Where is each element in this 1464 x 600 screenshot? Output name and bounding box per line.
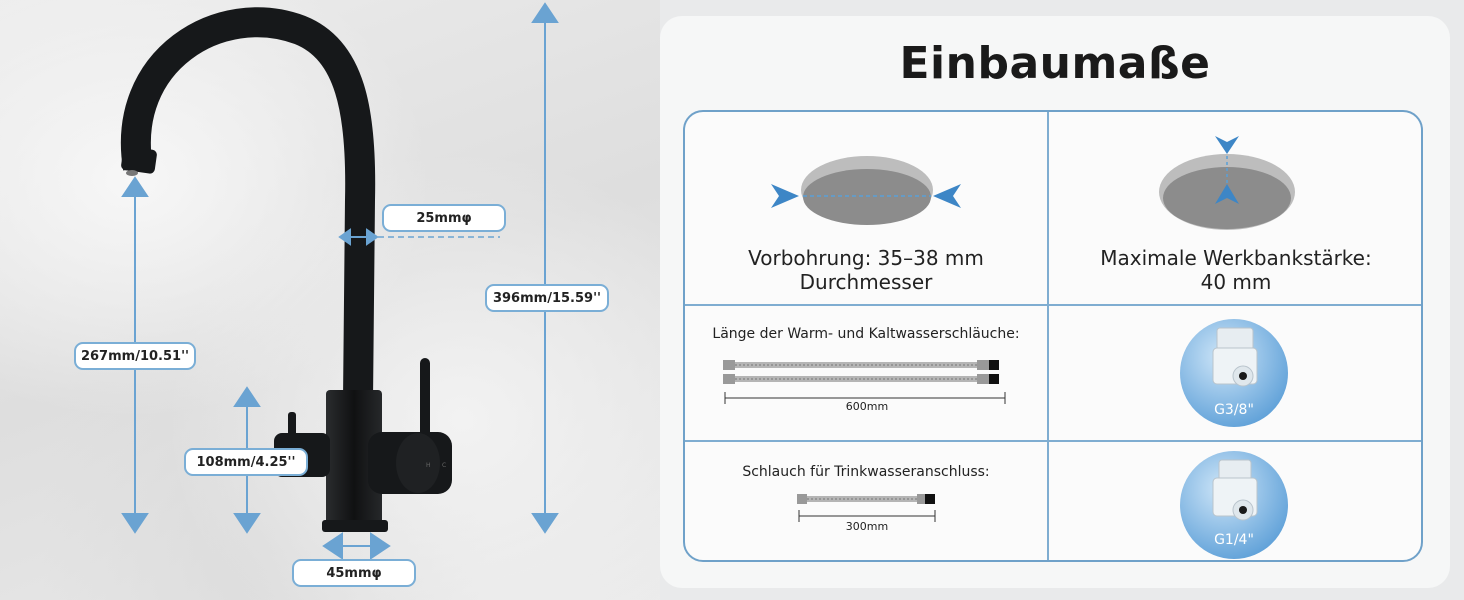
pipe-diameter-label: 25mmφ xyxy=(382,204,506,232)
hole-diameter-icon xyxy=(771,156,961,225)
body-height-label: 108mm/4.25'' xyxy=(184,448,308,476)
hoses-label: Länge der Warm- und Kaltwasserschläuche: xyxy=(712,326,1020,342)
base-diameter-label: 45mmφ xyxy=(292,559,416,587)
thickness-line1: Maximale Werkbankstärke: xyxy=(1100,246,1372,270)
drinking-hose-length: 300mm xyxy=(845,520,889,533)
total-height-label: 396mm/15.59'' xyxy=(485,284,609,312)
connector-g14-label: G1/4" xyxy=(1214,532,1254,548)
thickness-icon xyxy=(1159,136,1295,230)
svg-text:C: C xyxy=(442,462,446,469)
hose-icon xyxy=(723,360,1006,404)
hoses-length: 600mm xyxy=(845,400,889,413)
grid-divider xyxy=(685,440,1421,442)
connector-g38-label: G3/8" xyxy=(1214,402,1254,418)
connector-icon xyxy=(1180,451,1288,559)
svg-text:H: H xyxy=(426,462,431,469)
page-title: Einbaumaße xyxy=(899,38,1211,89)
drinking-hose-label: Schlauch für Trinkwasseranschluss: xyxy=(742,464,990,480)
grid-divider xyxy=(1047,112,1049,560)
grid-divider xyxy=(685,304,1421,306)
hole-diameter-line1: Vorbohrung: 35–38 mm xyxy=(748,246,984,270)
dimensions-grid: Vorbohrung: 35–38 mm Durchmesser Maximal… xyxy=(683,110,1423,562)
thickness-line2: 40 mm xyxy=(1200,270,1272,294)
connector-icon xyxy=(1180,319,1288,427)
hole-diameter-line2: Durchmesser xyxy=(799,270,933,294)
spout-height-label: 267mm/10.51'' xyxy=(74,342,196,370)
hose-icon xyxy=(797,494,936,522)
